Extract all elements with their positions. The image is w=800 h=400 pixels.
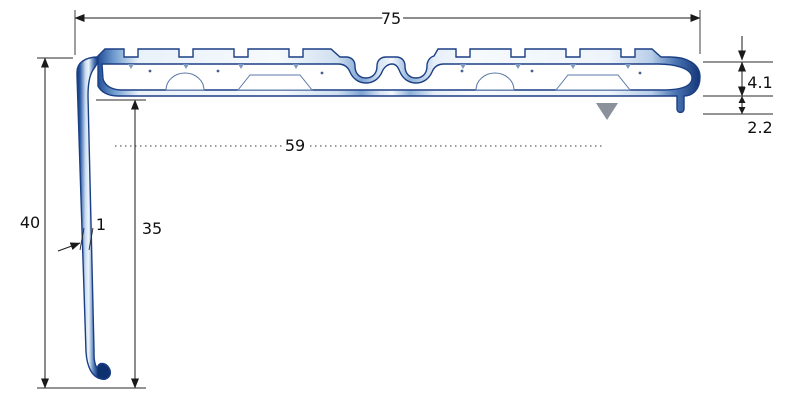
groove-tooth bbox=[515, 64, 521, 69]
rib-dot bbox=[530, 69, 534, 73]
arrowhead-down bbox=[738, 107, 746, 114]
rib-dot bbox=[638, 71, 642, 75]
rib-dot bbox=[216, 69, 220, 73]
rib-dot bbox=[148, 69, 152, 73]
dimension-lip-drop: 2.2 bbox=[703, 96, 776, 141]
tread-internal-ribs bbox=[128, 64, 642, 91]
dimension-overall-height: 40 bbox=[16, 57, 146, 389]
groove-tooth bbox=[238, 64, 244, 69]
riser-leg bbox=[76, 56, 112, 381]
thickness-tick bbox=[88, 227, 94, 251]
dim-label-2-2: 2.2 bbox=[747, 118, 772, 137]
dimension-inner-width: 59 bbox=[115, 133, 604, 159]
groove-tooth bbox=[570, 64, 576, 69]
position-marker-triangle bbox=[596, 103, 618, 120]
thickness-tick bbox=[79, 227, 85, 251]
groove-tooth bbox=[293, 64, 299, 69]
dim-label-75: 75 bbox=[381, 9, 401, 28]
rib-trapezoid-right bbox=[554, 74, 632, 91]
groove-tooth bbox=[183, 64, 189, 69]
rib-dot bbox=[320, 71, 324, 75]
dimension-overall-width: 75 bbox=[74, 6, 701, 55]
groove-tooth bbox=[625, 64, 631, 69]
arrowhead-up bbox=[738, 96, 746, 103]
leader-arrow bbox=[57, 242, 81, 252]
tread-body bbox=[94, 48, 701, 114]
rib-dot bbox=[460, 69, 464, 73]
groove-tooth bbox=[128, 64, 134, 69]
dim-label-35: 35 bbox=[142, 219, 162, 238]
rib-trapezoid-left bbox=[236, 74, 314, 91]
dimension-edge-thickness: 4.1 bbox=[703, 36, 776, 97]
dimension-wall-thickness: 1 bbox=[57, 212, 110, 252]
dim-label-4-1: 4.1 bbox=[747, 73, 772, 92]
rib-dome-left bbox=[165, 72, 205, 91]
profile-shape bbox=[76, 48, 701, 381]
dim-label-59: 59 bbox=[285, 136, 305, 155]
rib-dome-right bbox=[475, 72, 515, 91]
dim-label-1: 1 bbox=[96, 215, 106, 234]
dim-label-40: 40 bbox=[20, 213, 40, 232]
groove-tooth bbox=[460, 64, 466, 69]
dimension-inner-height: 35 bbox=[96, 99, 166, 389]
